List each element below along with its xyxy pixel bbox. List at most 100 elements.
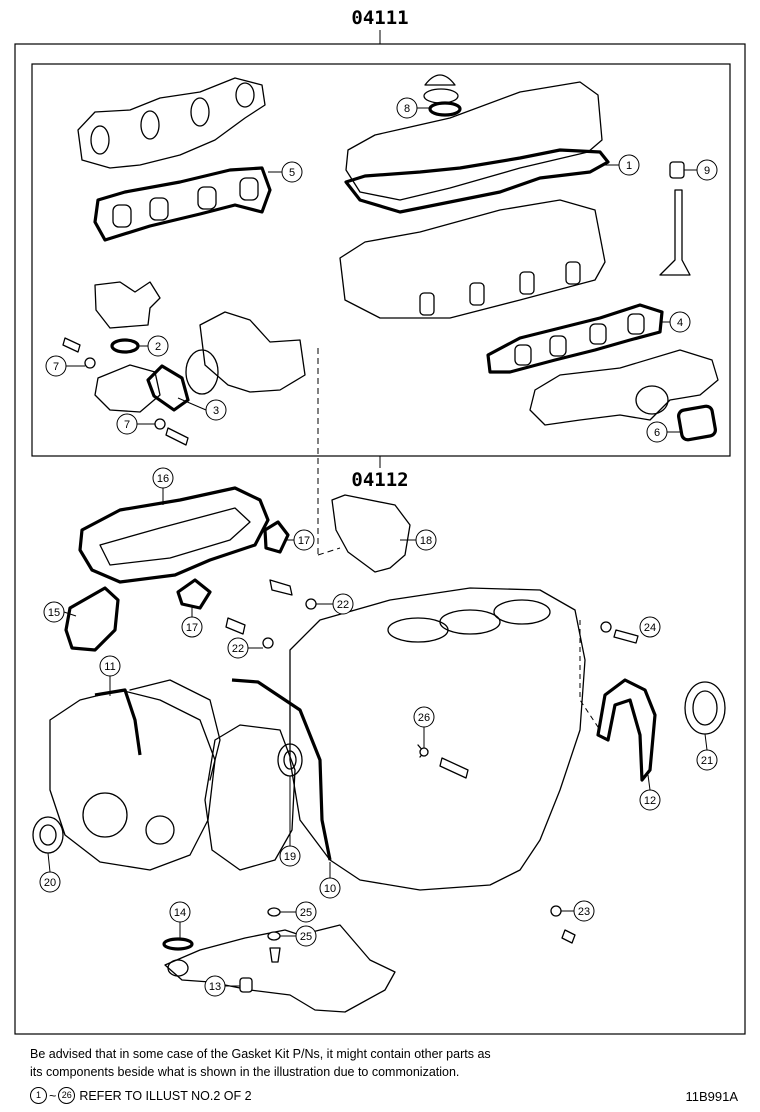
- callout-19: 19: [279, 776, 301, 867]
- dashed-reference-line-2: [317, 547, 341, 556]
- ref-end-number: 26: [58, 1087, 76, 1104]
- cylinder-head-cover: [345, 81, 603, 201]
- water-pump-cover-gasket: [64, 586, 120, 652]
- callout-2: 2: [138, 335, 169, 357]
- svg-text:12: 12: [644, 795, 656, 807]
- group-code-04112: 04112: [351, 469, 408, 491]
- callout-24: 24: [639, 616, 661, 638]
- svg-text:11: 11: [104, 661, 115, 673]
- svg-text:3: 3: [213, 405, 219, 417]
- callout-6: 6: [646, 421, 680, 443]
- oil-filler-cap: [423, 74, 462, 117]
- union-gaskets: [267, 907, 281, 963]
- svg-text:22: 22: [232, 643, 244, 655]
- oil-strainer-plug: [239, 977, 253, 993]
- engine-plate: [204, 724, 296, 871]
- callout-9: 9: [684, 159, 718, 181]
- dashed-line-right: [579, 620, 601, 731]
- intake-manifold-gasket: [93, 166, 272, 242]
- water-outlet: [94, 281, 161, 329]
- callout-17a: 17: [286, 529, 315, 551]
- rear-oil-seal: [684, 681, 726, 735]
- oil-plug-gasket: [419, 747, 429, 757]
- drain-plug: [561, 929, 576, 944]
- svg-text:20: 20: [44, 877, 56, 889]
- thermostat-housing: [94, 364, 161, 413]
- callout-22b: 22: [227, 637, 263, 659]
- callout-23: 23: [561, 900, 595, 922]
- svg-text:23: 23: [578, 906, 590, 918]
- svg-text:22: 22: [337, 599, 349, 611]
- callout-12: 12: [639, 774, 661, 811]
- small-gasket-upper: [263, 520, 290, 554]
- svg-text:25: 25: [300, 931, 312, 943]
- exhaust-manifold: [529, 349, 719, 426]
- callout-13: 13: [204, 975, 240, 997]
- svg-text:17: 17: [186, 622, 198, 634]
- svg-text:6: 6: [654, 427, 660, 439]
- callout-11: 11: [99, 655, 121, 696]
- ref-text: REFER TO ILLUST NO.2 OF 2: [79, 1088, 252, 1103]
- svg-text:2: 2: [155, 341, 161, 353]
- svg-text:24: 24: [644, 622, 656, 634]
- figure-code: 11B991A: [685, 1089, 738, 1104]
- head-cover-gasket: [344, 148, 610, 214]
- svg-text:16: 16: [157, 473, 169, 485]
- callout-15: 15: [43, 601, 77, 623]
- svg-text:19: 19: [284, 851, 296, 863]
- exhaust-manifold-gasket: [486, 303, 664, 374]
- svg-text:10: 10: [324, 883, 336, 895]
- svg-text:8: 8: [404, 103, 410, 115]
- end-plate-gasket: [231, 678, 332, 861]
- callout-21: 21: [696, 733, 718, 771]
- oil-strainer-gasket: [162, 937, 194, 951]
- callout-7b: 7: [116, 413, 155, 435]
- intake-manifold: [77, 77, 266, 169]
- water-outlet-gasket: [110, 338, 140, 354]
- disclaimer-line-1: Be advised that in some case of the Gask…: [30, 1047, 491, 1061]
- cylinder-head: [339, 199, 606, 319]
- callout-26: 26: [413, 706, 435, 748]
- inner-frame: [31, 63, 731, 457]
- callout-16: 16: [152, 467, 174, 505]
- svg-text:7: 7: [124, 419, 130, 431]
- callout-25b: 25: [280, 925, 317, 947]
- svg-text:5: 5: [289, 167, 295, 179]
- water-pump: [185, 311, 306, 395]
- bolt-right: [613, 629, 639, 644]
- svg-text:13: 13: [209, 981, 221, 993]
- studs-mid: [225, 579, 317, 649]
- timing-gear-cover-gasket: [78, 486, 270, 584]
- valve-stem-seal: [669, 161, 685, 179]
- callout-8: 8: [396, 97, 430, 119]
- rear-oil-seal-retainer: [596, 678, 657, 782]
- water-inlet-gasket: [146, 364, 190, 412]
- disclaimer-line-2: its components beside what is shown in t…: [30, 1065, 460, 1079]
- svg-text:17: 17: [298, 535, 310, 547]
- callout-25a: 25: [280, 901, 317, 923]
- svg-text:26: 26: [418, 712, 430, 724]
- callout-22a: 22: [316, 593, 354, 615]
- callout-4: 4: [660, 311, 691, 333]
- svg-text:4: 4: [677, 317, 683, 329]
- engine-mounting-bracket: [331, 494, 411, 573]
- timing-case-rear: [129, 679, 221, 781]
- timing-cover-gasket: [94, 688, 142, 756]
- callout-5: 5: [268, 161, 303, 183]
- ref-start-number: 1: [30, 1087, 47, 1104]
- oil-pressure-switch: [439, 757, 469, 779]
- bolt-washer-right: [600, 621, 612, 633]
- outer-frame: [14, 43, 746, 1035]
- cylinder-block: [289, 587, 586, 891]
- group-code-04111: 04111: [351, 7, 408, 29]
- svg-text:9: 9: [704, 165, 710, 177]
- callout-10: 10: [319, 862, 341, 899]
- callout-20: 20: [39, 852, 61, 893]
- callout-14: 14: [169, 901, 191, 940]
- svg-text:18: 18: [420, 535, 432, 547]
- svg-text:15: 15: [48, 607, 60, 619]
- callout-1: 1: [600, 154, 640, 176]
- callout-3: 3: [177, 397, 227, 421]
- svg-text:1: 1: [626, 160, 632, 172]
- reference-note: 1 ~ 26 REFER TO ILLUST NO.2 OF 2: [30, 1087, 252, 1104]
